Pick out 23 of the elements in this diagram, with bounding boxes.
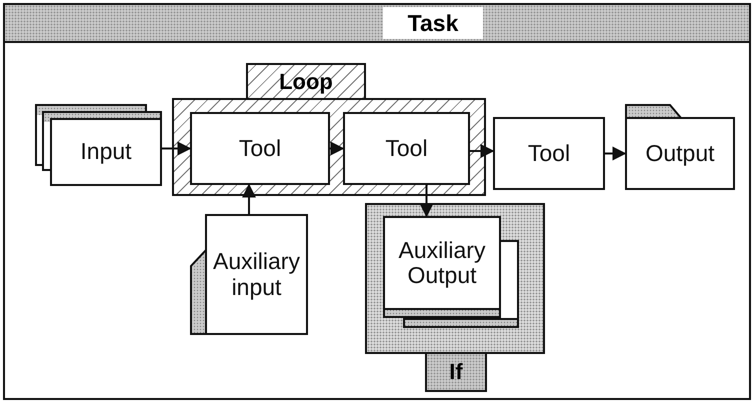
document-stack <box>35 104 162 186</box>
node-label: Output <box>645 140 715 166</box>
arrow <box>330 142 344 156</box>
node-label: Tool <box>238 136 282 162</box>
arrow <box>242 184 256 214</box>
document-stack <box>625 103 735 190</box>
node-label: Auxiliary input <box>212 249 301 300</box>
node-label: Auxiliary Output <box>398 238 486 288</box>
node-label: Tool <box>528 140 570 166</box>
document-stack <box>190 214 308 335</box>
node-label: Input <box>80 139 132 165</box>
arrow <box>420 185 434 218</box>
arrow <box>605 146 626 160</box>
arrow <box>470 144 494 158</box>
process-box <box>343 112 470 185</box>
task-frame <box>3 3 751 400</box>
process-box <box>493 117 605 190</box>
frame-title: Task <box>383 7 483 39</box>
frame-title: Loop <box>246 63 366 100</box>
node-label: Tool <box>385 136 428 162</box>
arrow <box>162 142 192 156</box>
process-box <box>190 112 330 185</box>
frame-title: If <box>425 352 487 392</box>
